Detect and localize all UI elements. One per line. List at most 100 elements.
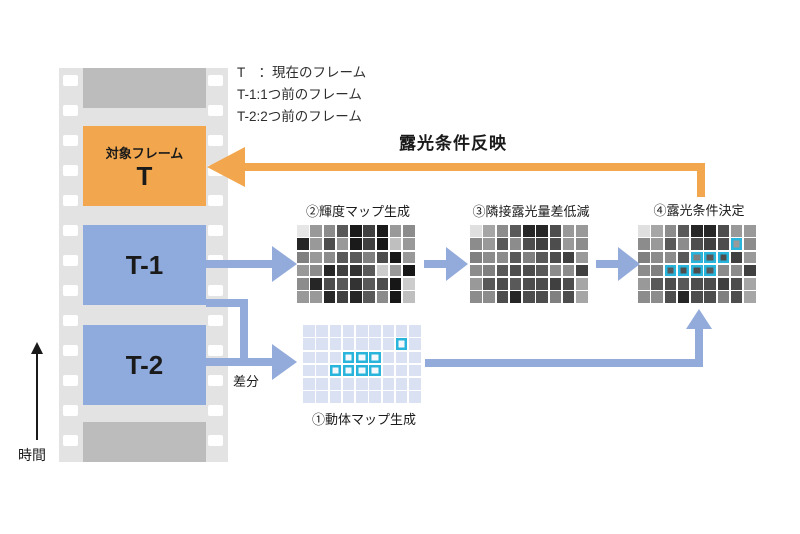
map-cell xyxy=(329,325,341,337)
map-cell xyxy=(382,391,394,403)
map-cell xyxy=(677,251,690,263)
feedback-arrow-horizontal xyxy=(243,163,705,171)
map-cell xyxy=(356,351,368,363)
map-cell xyxy=(744,278,756,290)
map-cell xyxy=(310,264,322,277)
map-cell xyxy=(730,225,743,237)
map-cell xyxy=(350,264,362,277)
map-cell xyxy=(523,238,535,250)
map-cell xyxy=(376,238,388,250)
map-cell xyxy=(376,278,388,290)
map-cell xyxy=(356,364,368,377)
map-cell xyxy=(316,364,328,377)
map-cell xyxy=(336,264,349,277)
map-cell xyxy=(369,391,381,403)
map-cell xyxy=(316,325,328,337)
map-cell xyxy=(536,264,548,277)
map-cell xyxy=(389,278,402,290)
map-cell xyxy=(638,251,650,263)
map-cell xyxy=(409,364,421,377)
map-cell xyxy=(350,225,362,237)
map-cell xyxy=(562,251,575,263)
connector-t1-vertical xyxy=(240,299,248,366)
map-cell xyxy=(389,225,402,237)
sprocket-hole xyxy=(208,315,223,326)
map-cell xyxy=(297,291,309,303)
map-cell xyxy=(496,291,508,303)
map-cell xyxy=(336,291,349,303)
map-cell xyxy=(730,291,743,303)
arrow-t1-to-luminance xyxy=(206,260,274,268)
sprocket-hole xyxy=(208,405,223,416)
map-cell xyxy=(323,291,335,303)
map-cell xyxy=(329,338,341,350)
map-cell xyxy=(717,264,729,277)
map-cell xyxy=(316,391,328,403)
map-cell xyxy=(363,264,375,277)
time-axis-line xyxy=(36,353,38,440)
map-cell xyxy=(483,225,495,237)
frame-target: 対象フレーム T xyxy=(83,126,206,206)
map-cell xyxy=(470,291,482,303)
map-cell xyxy=(730,251,743,263)
map-cell xyxy=(303,338,315,350)
map-cell xyxy=(717,291,729,303)
map-cell xyxy=(562,291,575,303)
map-cell xyxy=(395,364,408,377)
map-cell xyxy=(691,225,703,237)
map-cell xyxy=(316,378,328,390)
map-cell xyxy=(403,238,415,250)
map-cell xyxy=(523,278,535,290)
map-cell xyxy=(496,278,508,290)
map-cell xyxy=(369,325,381,337)
map-cell xyxy=(297,264,309,277)
time-axis-label: 時間 xyxy=(18,447,46,463)
map-cell xyxy=(303,391,315,403)
sprocket-hole xyxy=(208,435,223,446)
sprocket-hole xyxy=(208,75,223,86)
map-cell xyxy=(303,325,315,337)
sprocket-hole xyxy=(208,105,223,116)
map-cell xyxy=(704,291,716,303)
map-cell xyxy=(744,291,756,303)
map-cell xyxy=(704,225,716,237)
map-cell xyxy=(369,364,381,377)
map-cell xyxy=(409,338,421,350)
map-cell xyxy=(549,291,561,303)
map-cell xyxy=(691,278,703,290)
map-cell xyxy=(389,251,402,263)
map-cell xyxy=(329,378,341,390)
map-cell xyxy=(483,291,495,303)
map-cell xyxy=(376,291,388,303)
sprocket-hole xyxy=(63,165,78,176)
map-cell xyxy=(638,225,650,237)
map-cell xyxy=(562,278,575,290)
map-cell xyxy=(395,378,408,390)
sprocket-hole xyxy=(208,375,223,386)
sprocket-hole xyxy=(208,195,223,206)
sprocket-hole xyxy=(63,225,78,236)
decision-map-grid xyxy=(638,225,756,303)
map-cell xyxy=(329,364,341,377)
map-cell xyxy=(382,338,394,350)
sprocket-hole xyxy=(208,285,223,296)
feedback-arrow-label: 露光条件反映 xyxy=(399,134,507,153)
map-cell xyxy=(496,264,508,277)
map-cell xyxy=(549,278,561,290)
arrow-smooth-arrowhead-icon xyxy=(618,247,640,281)
sprocket-hole xyxy=(63,255,78,266)
map-cell xyxy=(523,291,535,303)
map-cell xyxy=(350,251,362,263)
map-cell xyxy=(395,351,408,363)
map-cell xyxy=(730,278,743,290)
sprocket-hole xyxy=(63,375,78,386)
map-cell xyxy=(651,291,663,303)
sprocket-hole xyxy=(63,105,78,116)
map-cell xyxy=(509,291,522,303)
map-cell xyxy=(562,238,575,250)
map-cell xyxy=(744,251,756,263)
map-cell xyxy=(744,225,756,237)
map-cell xyxy=(342,325,355,337)
map-cell xyxy=(576,291,588,303)
map-cell xyxy=(509,238,522,250)
